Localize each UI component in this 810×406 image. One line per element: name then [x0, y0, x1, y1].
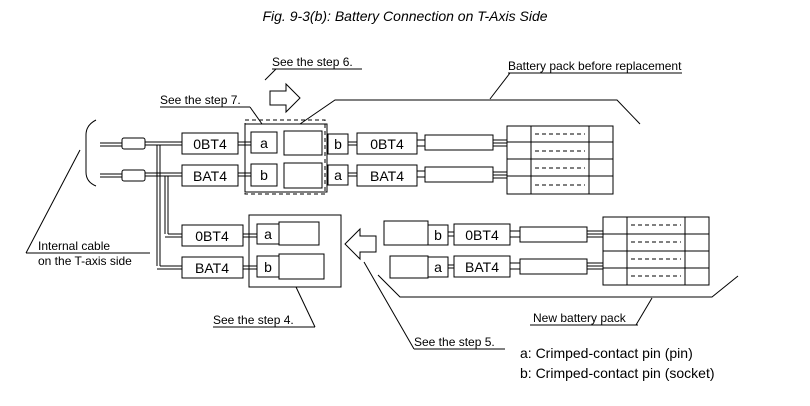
- figure-title: Fig. 9-3(b): Battery Connection on T-Axi…: [262, 8, 547, 24]
- lower-bat4-label: BAT4: [195, 260, 229, 276]
- legend-a: a: Crimped-contact pin (pin): [520, 345, 693, 361]
- upper-obt4-label-right: 0BT4: [370, 136, 404, 152]
- new-obt4-label-box: [453, 223, 511, 246]
- legend-b: b: Crimped-contact pin (socket): [520, 365, 715, 381]
- upper-obt4-label: 0BT4: [193, 136, 227, 152]
- internal-cable-stubs: [100, 137, 182, 270]
- new-battery-pack: [602, 216, 710, 286]
- upper-pin-a-box: [250, 131, 278, 154]
- upper-pin-a-box-right: [327, 164, 349, 186]
- upper-obt4-label-box-right: [356, 132, 418, 155]
- new-bat4-label-box: [453, 255, 511, 278]
- upper-pin-a-label: a: [260, 135, 268, 151]
- callout-step5: See the step 5.: [414, 335, 495, 349]
- old-battery-pack: [506, 125, 614, 195]
- step5-arrow: [344, 227, 377, 261]
- callout-step4: See the step 4.: [213, 313, 294, 327]
- step6-arrow: [269, 82, 301, 114]
- lower-pin-a-label: a: [264, 226, 272, 242]
- new-pin-a-box: [427, 256, 449, 278]
- callout-new-pack: New battery pack: [533, 311, 627, 325]
- callout-step6: See the step 6.: [272, 55, 353, 69]
- new-pack-bracket: [377, 274, 739, 298]
- upper-pin-a-label-right: a: [334, 167, 342, 183]
- upper-pin-b-box: [250, 163, 278, 187]
- new-pin-a-label: a: [434, 259, 442, 275]
- upper-pin-b-label-right: b: [334, 136, 342, 152]
- new-pin-b-box: [427, 224, 449, 246]
- old-pack-bracket: [299, 99, 641, 125]
- upper-pin-b-label: b: [260, 167, 268, 183]
- callout-internal-cable-2: on the T-axis side: [38, 254, 132, 268]
- lower-bat4-label-box: [181, 256, 244, 279]
- lower-left-housing: [248, 214, 342, 288]
- callout-step7: See the step 7.: [160, 93, 241, 107]
- upper-bat4-label-box-right: [356, 164, 418, 187]
- new-pin-b-label: b: [434, 227, 442, 243]
- callout-old-pack: Battery pack before replacement: [508, 59, 682, 73]
- new-bat4-label: BAT4: [465, 259, 499, 275]
- upper-pin-b-box-right: [327, 133, 349, 155]
- internal-cable-bracket: [85, 119, 97, 187]
- new-obt4-label: 0BT4: [465, 227, 499, 243]
- upper-connector-mid-1: [283, 130, 323, 156]
- lower-obt4-label: 0BT4: [195, 228, 229, 244]
- upper-connector-mid-2: [283, 162, 323, 189]
- upper-bat4-label-right: BAT4: [370, 168, 404, 184]
- callout-internal-cable-1: Internal cable: [38, 239, 110, 253]
- lower-pin-b-label: b: [264, 259, 272, 275]
- upper-bat4-label: BAT4: [193, 168, 227, 184]
- upper-obt4-label-box: [181, 132, 239, 155]
- lower-obt4-label-box: [181, 224, 244, 247]
